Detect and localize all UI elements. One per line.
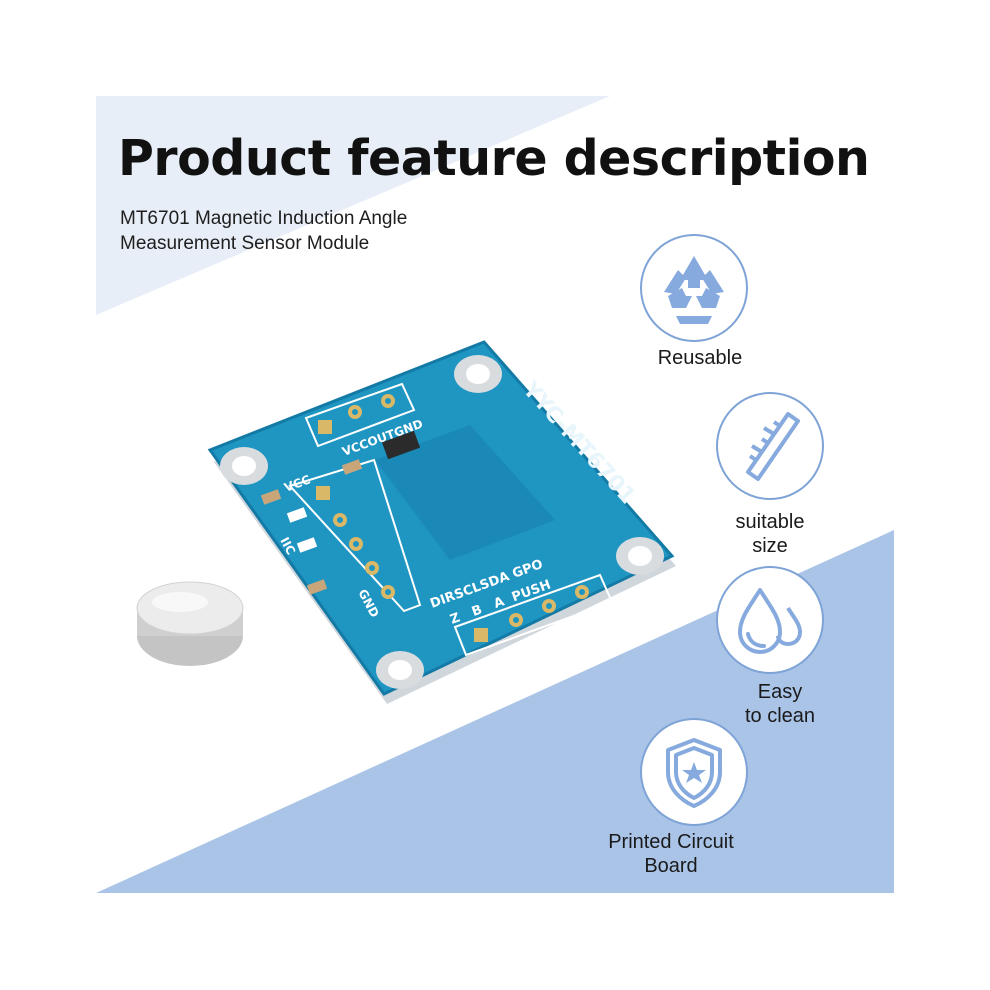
mounting-hole bbox=[616, 537, 664, 575]
light-blue-band bbox=[96, 96, 610, 315]
feature-label-easy-to-clean: Easy to clean bbox=[744, 681, 816, 727]
shield-star-icon bbox=[640, 718, 748, 826]
magnet-disc bbox=[136, 581, 244, 666]
page-subtitle: MT6701 Magnetic Induction Angle Measurem… bbox=[120, 206, 540, 256]
mounting-hole bbox=[454, 355, 502, 393]
subtitle-line: Measurement Sensor Module bbox=[120, 233, 370, 254]
top-pins bbox=[318, 394, 395, 434]
recycle-icon bbox=[640, 234, 748, 342]
subtitle-line: MT6701 Magnetic Induction Angle bbox=[120, 208, 408, 229]
mounting-hole bbox=[220, 447, 268, 485]
bottom-pins bbox=[474, 585, 589, 642]
feature-label-suitable-size: suitable size bbox=[735, 511, 805, 557]
ruler-icon bbox=[716, 392, 824, 500]
water-drops-icon bbox=[716, 566, 824, 674]
sensor-pad bbox=[375, 425, 555, 560]
feature-label-reusable: Reusable bbox=[657, 347, 743, 369]
page-title: Product feature description bbox=[118, 130, 870, 187]
left-pins bbox=[316, 486, 395, 599]
feature-label-pcb: Printed Circuit Board bbox=[608, 831, 734, 877]
top-pin-header bbox=[304, 382, 416, 448]
mounting-hole bbox=[376, 651, 424, 689]
bottom-pin-header bbox=[453, 573, 614, 657]
smd-components bbox=[260, 430, 421, 595]
pcb-board: YYC-MT6701 VCCOUTGND VCC IIC GND DIRSCLS… bbox=[207, 340, 676, 704]
